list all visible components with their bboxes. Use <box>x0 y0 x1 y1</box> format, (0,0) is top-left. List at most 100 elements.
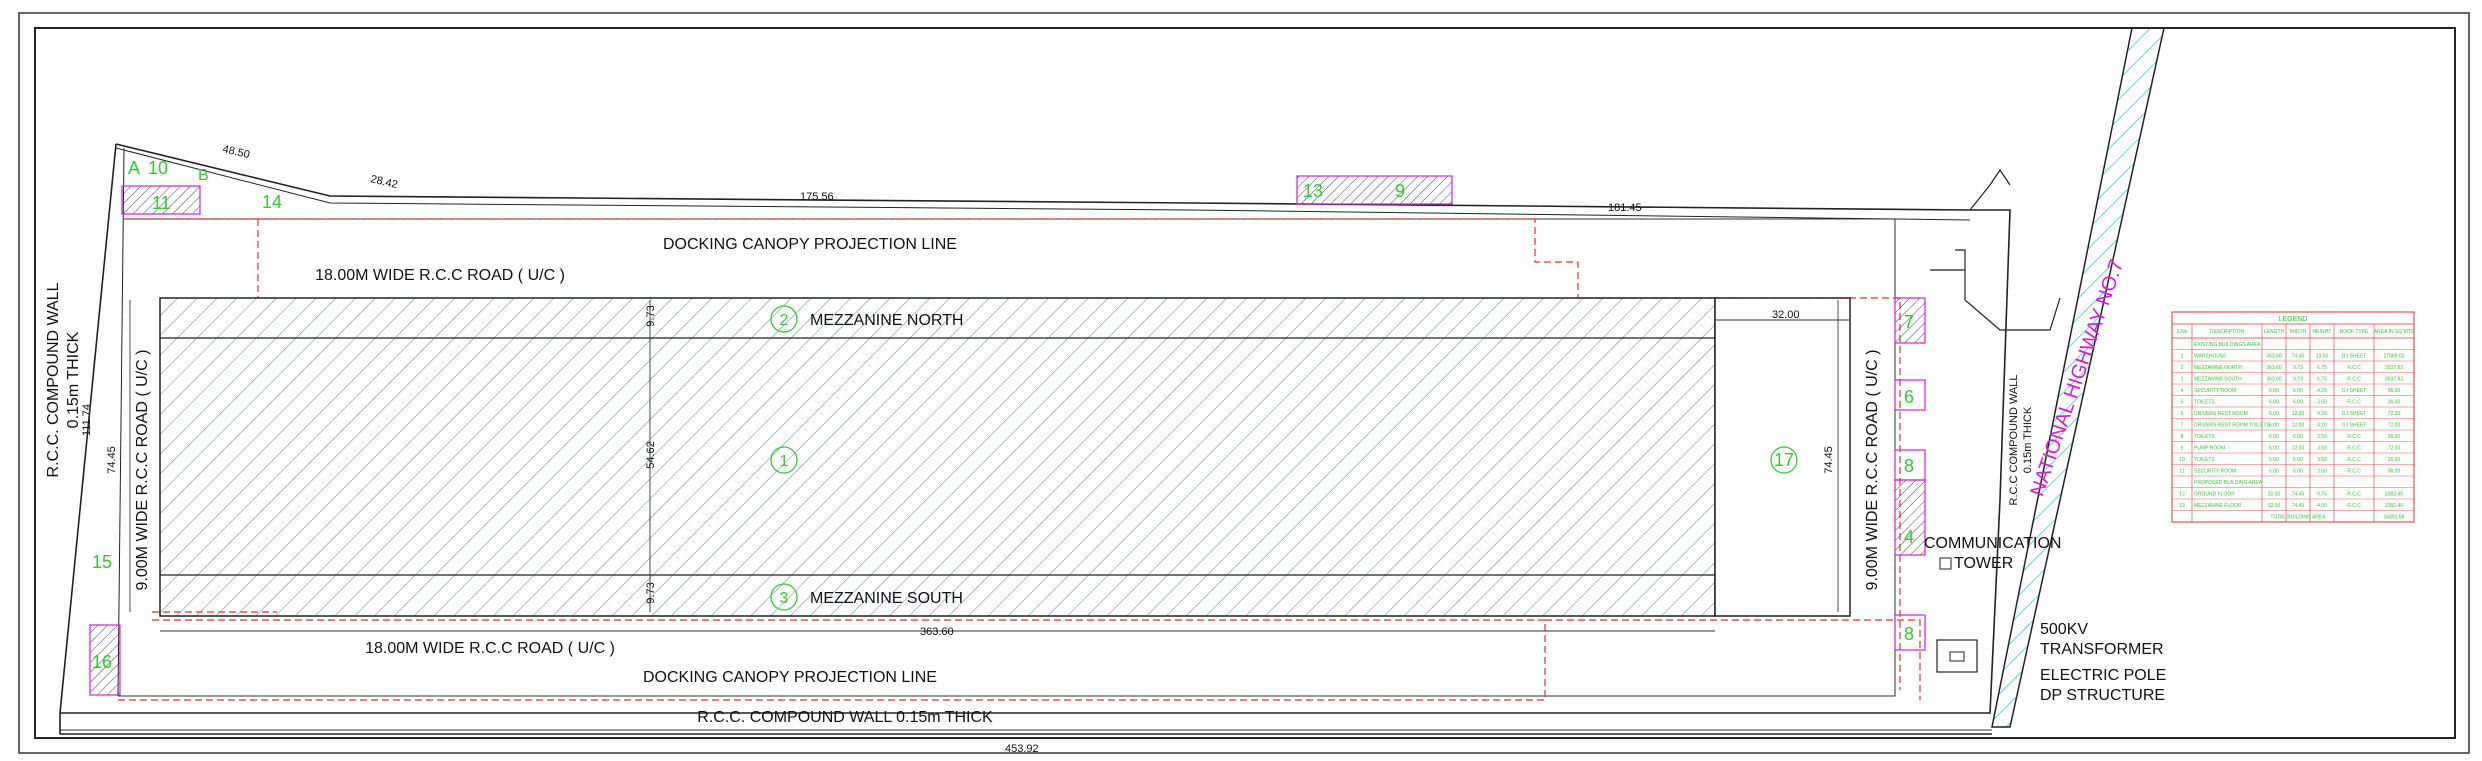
legend-cell: 6.00 <box>2293 388 2303 394</box>
legend-cell: 7 <box>2181 423 2184 429</box>
legend-cell: EXISTING BUILDINGS AREA <box>2194 342 2261 348</box>
legend-cell: 36891.58 <box>2384 515 2405 521</box>
dimension-lines <box>60 300 1992 731</box>
legend-cell: MEZZANINE SOUTH <box>2194 377 2242 383</box>
legend-cell: SECURITY ROOM <box>2194 388 2236 394</box>
legend-cell: 6.00 <box>2293 400 2303 406</box>
wall-west-label: R.C.C. COMPOUND WALL <box>45 282 62 477</box>
marker-B: B <box>198 167 209 184</box>
legend-cell: PROPOSED BUILDING AREA <box>2194 480 2263 486</box>
legend-cell: G.I SHEET <box>2342 388 2367 394</box>
legend-cell: 3537.83 <box>2385 365 2403 371</box>
legend-cell: 36.00 <box>2388 400 2401 406</box>
legend-cell: 9.73 <box>2293 377 2303 383</box>
legend-cell: 12.00 <box>2292 423 2305 429</box>
legend-cell: WAREHOUSE <box>2194 354 2227 360</box>
legend-cell: 4.50 <box>2317 503 2327 509</box>
dim-363-60: 363.60 <box>920 626 954 638</box>
legend-cell: 3 <box>2181 377 2184 383</box>
dim-9-73-south: 9.73 <box>645 582 657 603</box>
legend-cell: 32.00 <box>2268 503 2281 509</box>
legend-header: LENGTH <box>2264 329 2285 335</box>
comm-tower-label-2: TOWER <box>1954 555 2013 572</box>
legend-cell: G.I SHEET <box>2342 423 2367 429</box>
dim-453-92: 453.92 <box>1005 743 1039 755</box>
legend-cell: 9.73 <box>2293 365 2303 371</box>
legend-cell: 6.00 <box>2293 469 2303 475</box>
legend-header: WIDTH <box>2290 329 2307 335</box>
legend-cell: 9 <box>2181 446 2184 452</box>
legend-cell: 6.00 <box>2269 457 2279 463</box>
marker-A: A <box>128 158 140 178</box>
dim-28-42: 28.42 <box>369 173 399 191</box>
legend-cell: 32.00 <box>2268 492 2281 498</box>
legend-cell: 4.20 <box>2317 388 2327 394</box>
legend-cell: MEZZANINE FLOOR <box>2194 503 2242 509</box>
legend-cell: 3.50 <box>2317 457 2327 463</box>
dim-48-50: 48.50 <box>221 143 251 161</box>
legend-cell: MEZZANINE NORTH <box>2194 365 2242 371</box>
compound-wall-boundary <box>59 143 2011 735</box>
legend-cell: 6.00 <box>2293 457 2303 463</box>
legend-cell: R.C.C <box>2347 377 2361 383</box>
legend-cell: TOILETS <box>2194 434 2215 440</box>
dim-111-74: 111.74 <box>81 404 93 436</box>
west-wall-outer <box>59 143 117 714</box>
sheet-border-outer <box>18 12 2470 754</box>
legend-cell: R.C.C <box>2347 365 2361 371</box>
legend-cell: 12.00 <box>2292 411 2305 417</box>
east-corner-structure <box>1930 168 2061 331</box>
legend-cell: 12 <box>2179 492 2185 498</box>
legend-cell: TOTAL BUILDING AREA <box>2270 515 2326 521</box>
legend-cell: 2 <box>2181 365 2184 371</box>
marker-7: 7 <box>1904 312 1914 332</box>
legend-cell: 3.50 <box>2317 400 2327 406</box>
electric-label-2: DP STRUCTURE <box>2040 687 2165 704</box>
marker-13: 13 <box>1303 181 1323 201</box>
wall-east-label: R.C.C COMPOUND WALL <box>2008 375 2020 506</box>
legend-cell: 363.60 <box>2266 377 2282 383</box>
comm-tower-icon <box>1939 557 1952 570</box>
legend-cell: PUMP ROOM <box>2194 446 2225 452</box>
wall-east-thk-label: 0.15m THICK <box>2022 406 2034 473</box>
dim-74-45-west: 74.45 <box>106 446 118 474</box>
dim-32-00: 32.00 <box>1772 309 1800 321</box>
legend-cell: 1 <box>2181 354 2184 360</box>
legend-cell: 3.50 <box>2317 446 2327 452</box>
legend-cell: 10 <box>2179 457 2185 463</box>
legend-cell: G.I SHEET <box>2342 411 2367 417</box>
legend-cell: R.C.C <box>2347 434 2361 440</box>
docking-south-label: DOCKING CANOPY PROJECTION LINE <box>643 669 937 686</box>
dim-9-73-north: 9.73 <box>645 305 657 326</box>
legend-cell: 3.50 <box>2317 434 2327 440</box>
legend-cell: R.C.C <box>2347 457 2361 463</box>
legend-cell: DRIVERS REST ROOM <box>2194 411 2248 417</box>
comm-tower-label-1: COMMUNICATION <box>1924 535 2061 552</box>
legend-cell: 3.50 <box>2317 469 2327 475</box>
mezz-south-label: MEZZANINE SOUTH <box>810 590 963 607</box>
dim-54-62: 54.62 <box>645 441 657 469</box>
legend-cell: 6.00 <box>2269 400 2279 406</box>
legend-cell: 13 <box>2179 503 2185 509</box>
road-east-label: 9.00M WIDE R.C.C ROAD ( U/C ) <box>1864 350 1881 591</box>
legend-cell: 4 <box>2181 388 2184 394</box>
facility-blocks <box>89 175 1926 696</box>
marker-10: 10 <box>148 158 168 178</box>
legend-cell: GROUND FLOOR <box>2194 492 2235 498</box>
legend-cell: 27069.02 <box>2384 354 2405 360</box>
legend-cell: 74.45 <box>2292 354 2305 360</box>
west-wall-inner <box>117 147 125 697</box>
legend-cell: 4.20 <box>2317 423 2327 429</box>
wall-west-thk-label: 0.15m THICK <box>65 331 82 428</box>
electric-label-1: ELECTRIC POLE <box>2040 667 2166 684</box>
legend-cell: 9.75 <box>2317 492 2327 498</box>
legend-cell: 11 <box>2179 469 2184 475</box>
docking-north-label: DOCKING CANOPY PROJECTION LINE <box>663 236 957 253</box>
dim-74-45-east: 74.45 <box>1823 446 1835 474</box>
transformer-label-1: 500KV <box>2040 621 2088 638</box>
legend-cell: R.C.C <box>2347 400 2361 406</box>
legend-cell: SECURITY ROOM <box>2194 469 2236 475</box>
legend-cell: 74.45 <box>2292 503 2305 509</box>
